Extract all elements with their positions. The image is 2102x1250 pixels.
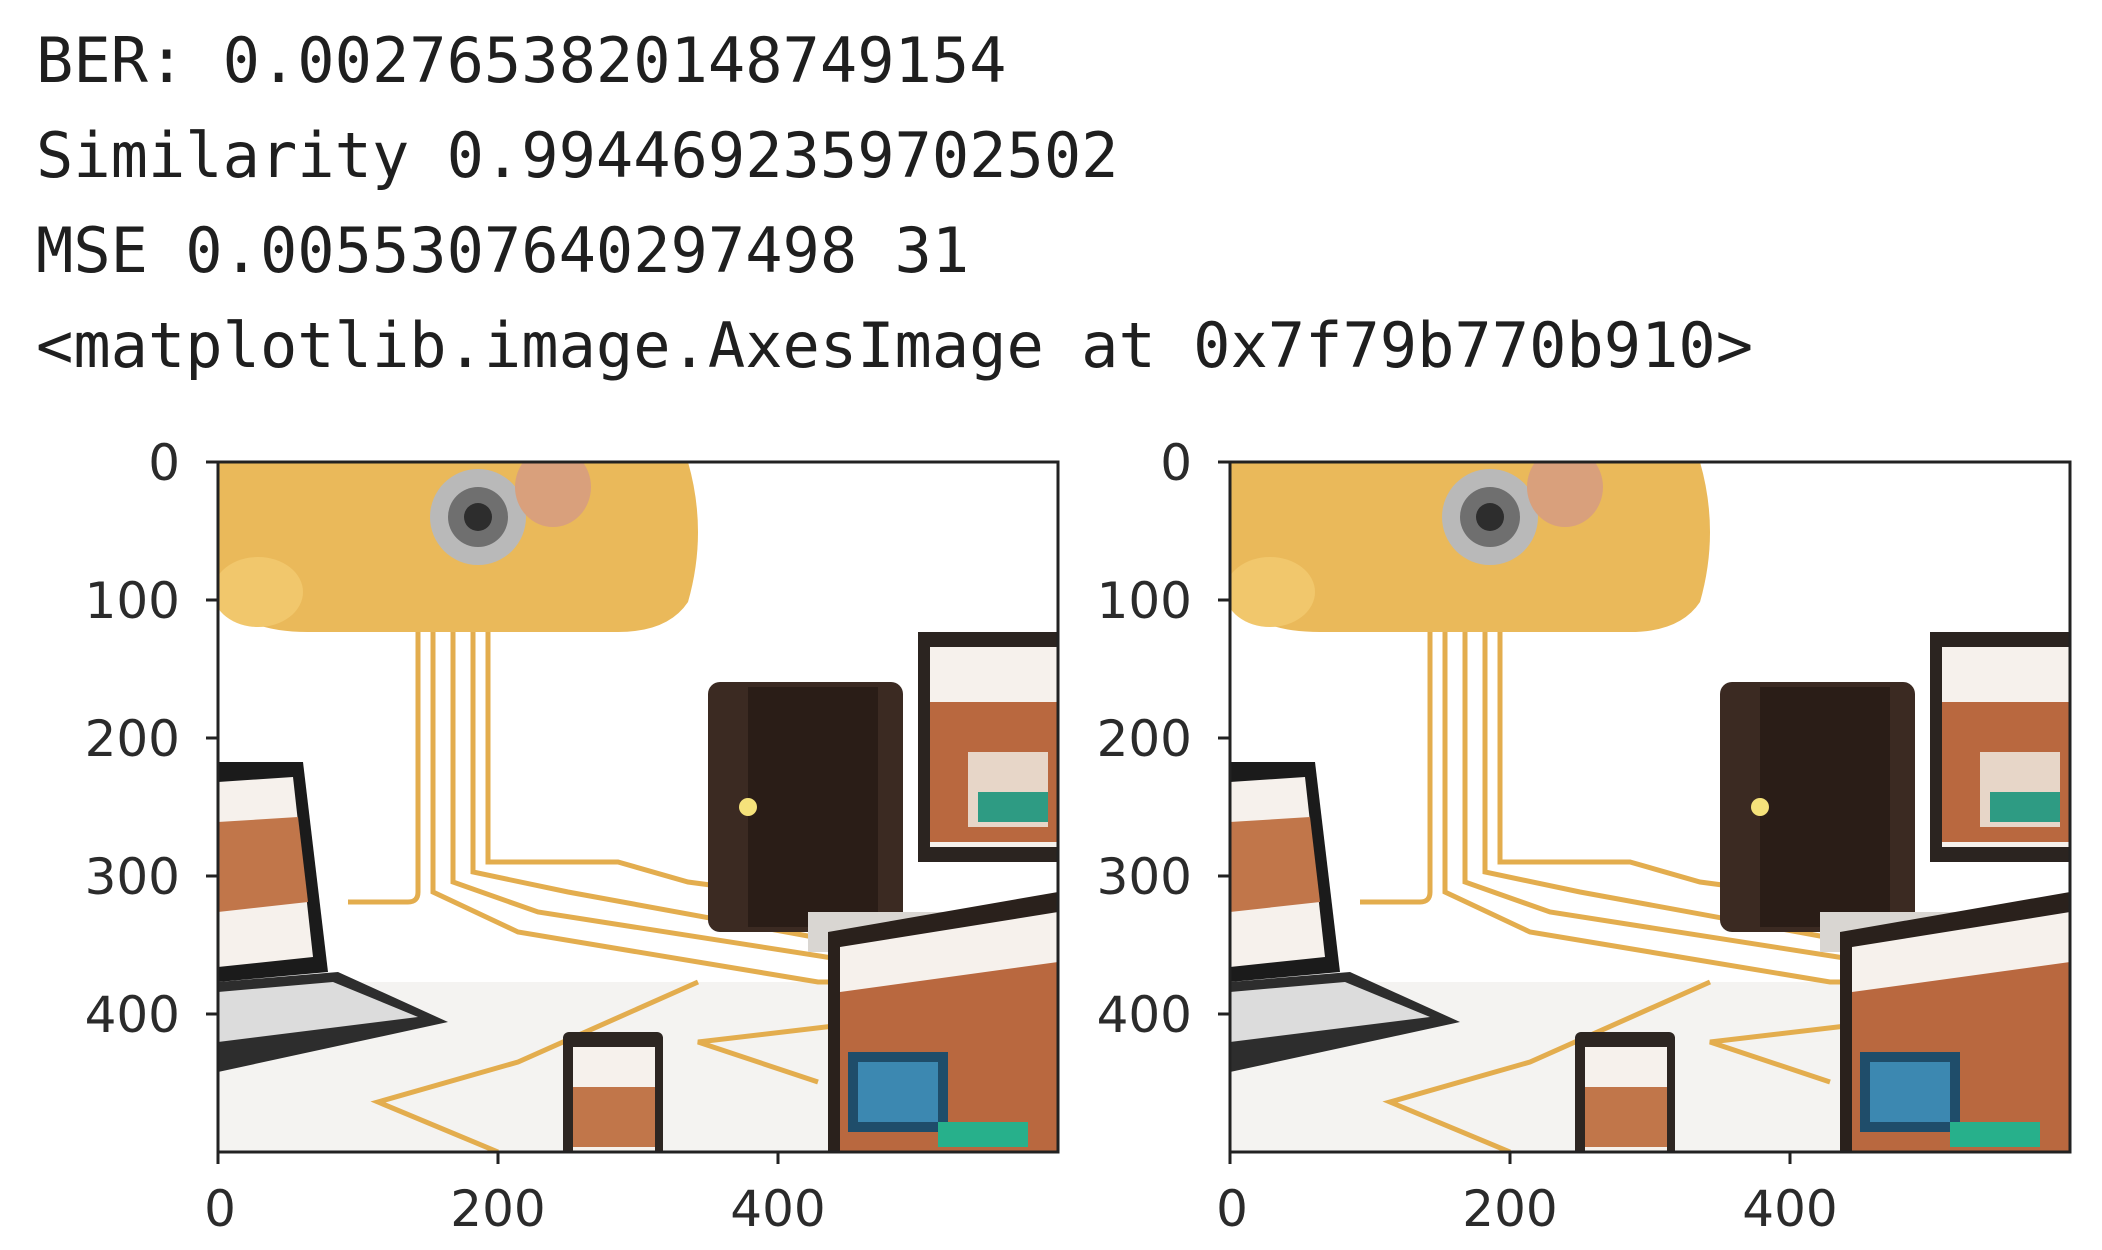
- axesimage-repr-line: <matplotlib.image.AxesImage at 0x7f79b77…: [36, 309, 1754, 382]
- left-y-tick-300: 300: [85, 848, 180, 906]
- right-y-tick-100: 100: [1097, 572, 1192, 630]
- left-y-tick-0: 0: [148, 434, 180, 492]
- right-plot-frame: [1228, 460, 2072, 1154]
- right-x-tick-400: 400: [1742, 1180, 1837, 1238]
- left-x-tick-200: 200: [450, 1180, 545, 1238]
- right-image-plot: 0 100 200 300 400 0 200 400: [1097, 434, 2080, 1238]
- right-x-tick-200: 200: [1462, 1180, 1557, 1238]
- right-y-tick-200: 200: [1097, 710, 1192, 768]
- left-x-tick-0: 0: [204, 1180, 236, 1238]
- left-plot-frame: [216, 460, 1060, 1154]
- left-y-tick-100: 100: [85, 572, 180, 630]
- mse-output-line: MSE 0.0055307640297498 31: [36, 214, 970, 287]
- watermarked-image: [213, 447, 1068, 1162]
- left-x-tick-400: 400: [730, 1180, 825, 1238]
- right-x-ticks: [1228, 1152, 1792, 1164]
- right-y-tick-400: 400: [1097, 986, 1192, 1044]
- left-y-tick-400: 400: [85, 986, 180, 1044]
- left-y-tick-200: 200: [85, 710, 180, 768]
- left-y-ticks: [206, 460, 218, 1016]
- ber-output-line: BER: 0.0027653820148749154: [36, 24, 1007, 97]
- left-x-ticks: [216, 1152, 780, 1164]
- similarity-output-line: Similarity 0.9944692359702502: [36, 119, 1119, 192]
- left-image-plot: 0 100 200 300 400 0 200 400: [85, 434, 1068, 1238]
- right-y-ticks: [1218, 460, 1230, 1016]
- right-y-tick-0: 0: [1160, 434, 1192, 492]
- right-y-tick-300: 300: [1097, 848, 1192, 906]
- extracted-image: [1225, 447, 2080, 1162]
- right-x-tick-0: 0: [1216, 1180, 1248, 1238]
